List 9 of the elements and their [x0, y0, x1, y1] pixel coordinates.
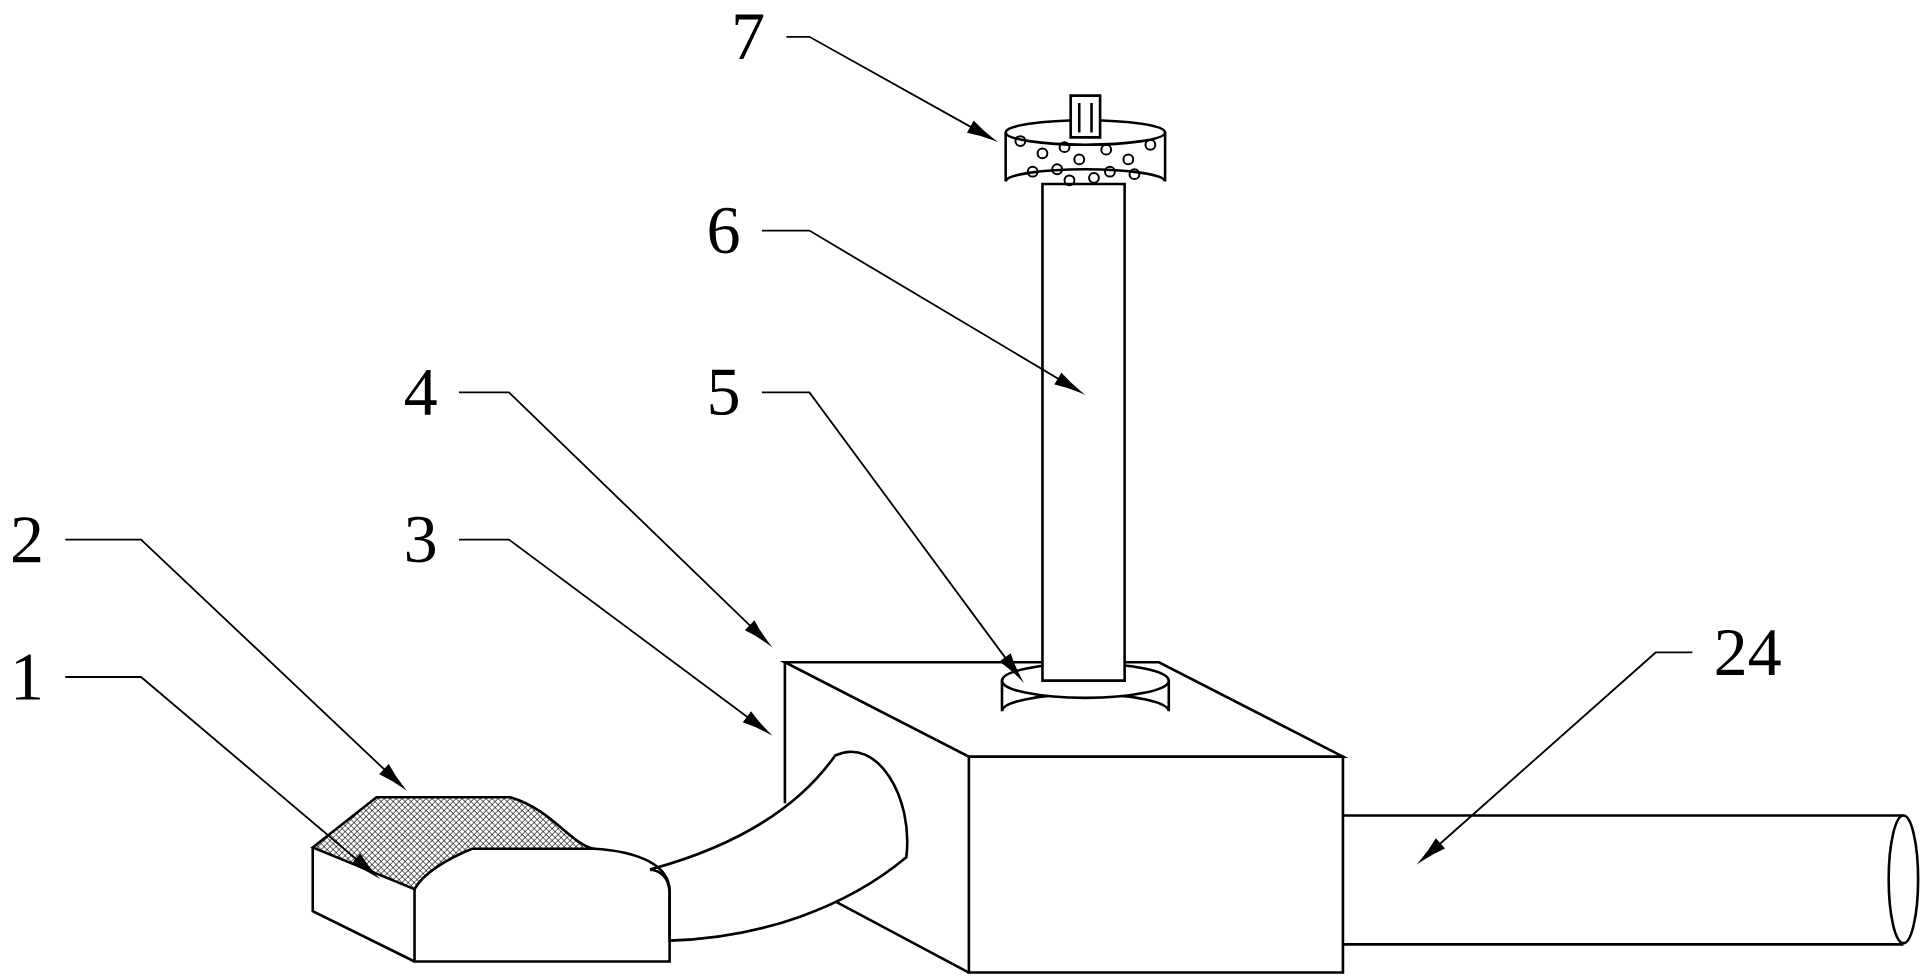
callout-number: 1 — [15, 654, 40, 700]
callout-number: 2 — [12, 517, 41, 563]
callout-number: 7 — [735, 14, 764, 60]
callout-number: 5 — [710, 370, 738, 416]
callout-number: 6 — [709, 207, 739, 254]
callout-number: 3 — [406, 516, 435, 563]
leader-line — [458, 391, 770, 645]
callout-number: 24 — [1716, 630, 1781, 676]
callout-number: 4 — [405, 370, 437, 415]
